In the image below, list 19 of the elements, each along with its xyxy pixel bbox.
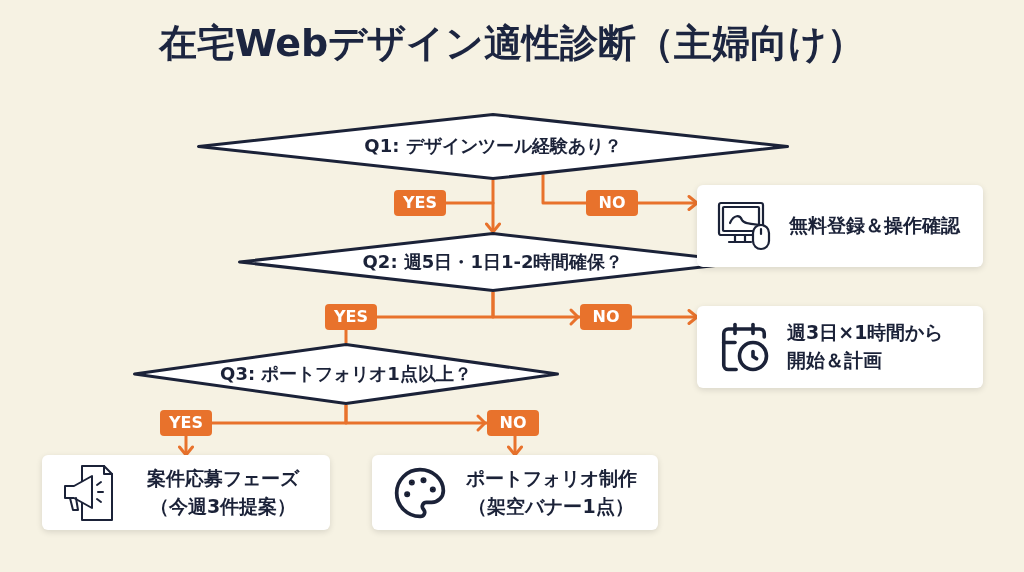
question-text: Q3: ポートフォリオ1点以上？: [220, 362, 472, 386]
edge-label: YES: [325, 304, 377, 330]
result-text: 週3日×1時間から開始＆計画: [787, 320, 945, 373]
title: 在宅Webデザイン適性診断（主婦向け）: [158, 20, 866, 67]
edge-label: YES: [160, 410, 212, 436]
question-text: Q2: 週5日・1日1-2時間確保？: [362, 250, 624, 274]
result-card: [697, 185, 983, 267]
result-text: 無料登録＆操作確認: [789, 213, 962, 239]
arrow: [444, 180, 501, 234]
result-card: [42, 455, 330, 530]
edge-label: NO: [586, 190, 638, 216]
edge-label: YES: [394, 190, 446, 216]
question-text: Q1: デザインツール経験あり？: [364, 135, 622, 158]
result-card: [697, 306, 983, 388]
edge-label: NO: [580, 304, 632, 330]
result-text: 案件応募フェーズ（今週3件提案）: [146, 465, 301, 519]
result-card: [372, 455, 658, 530]
result-text: ポートフォリオ制作（架空バナー1点）: [464, 465, 638, 519]
edge-label: NO: [487, 410, 539, 436]
